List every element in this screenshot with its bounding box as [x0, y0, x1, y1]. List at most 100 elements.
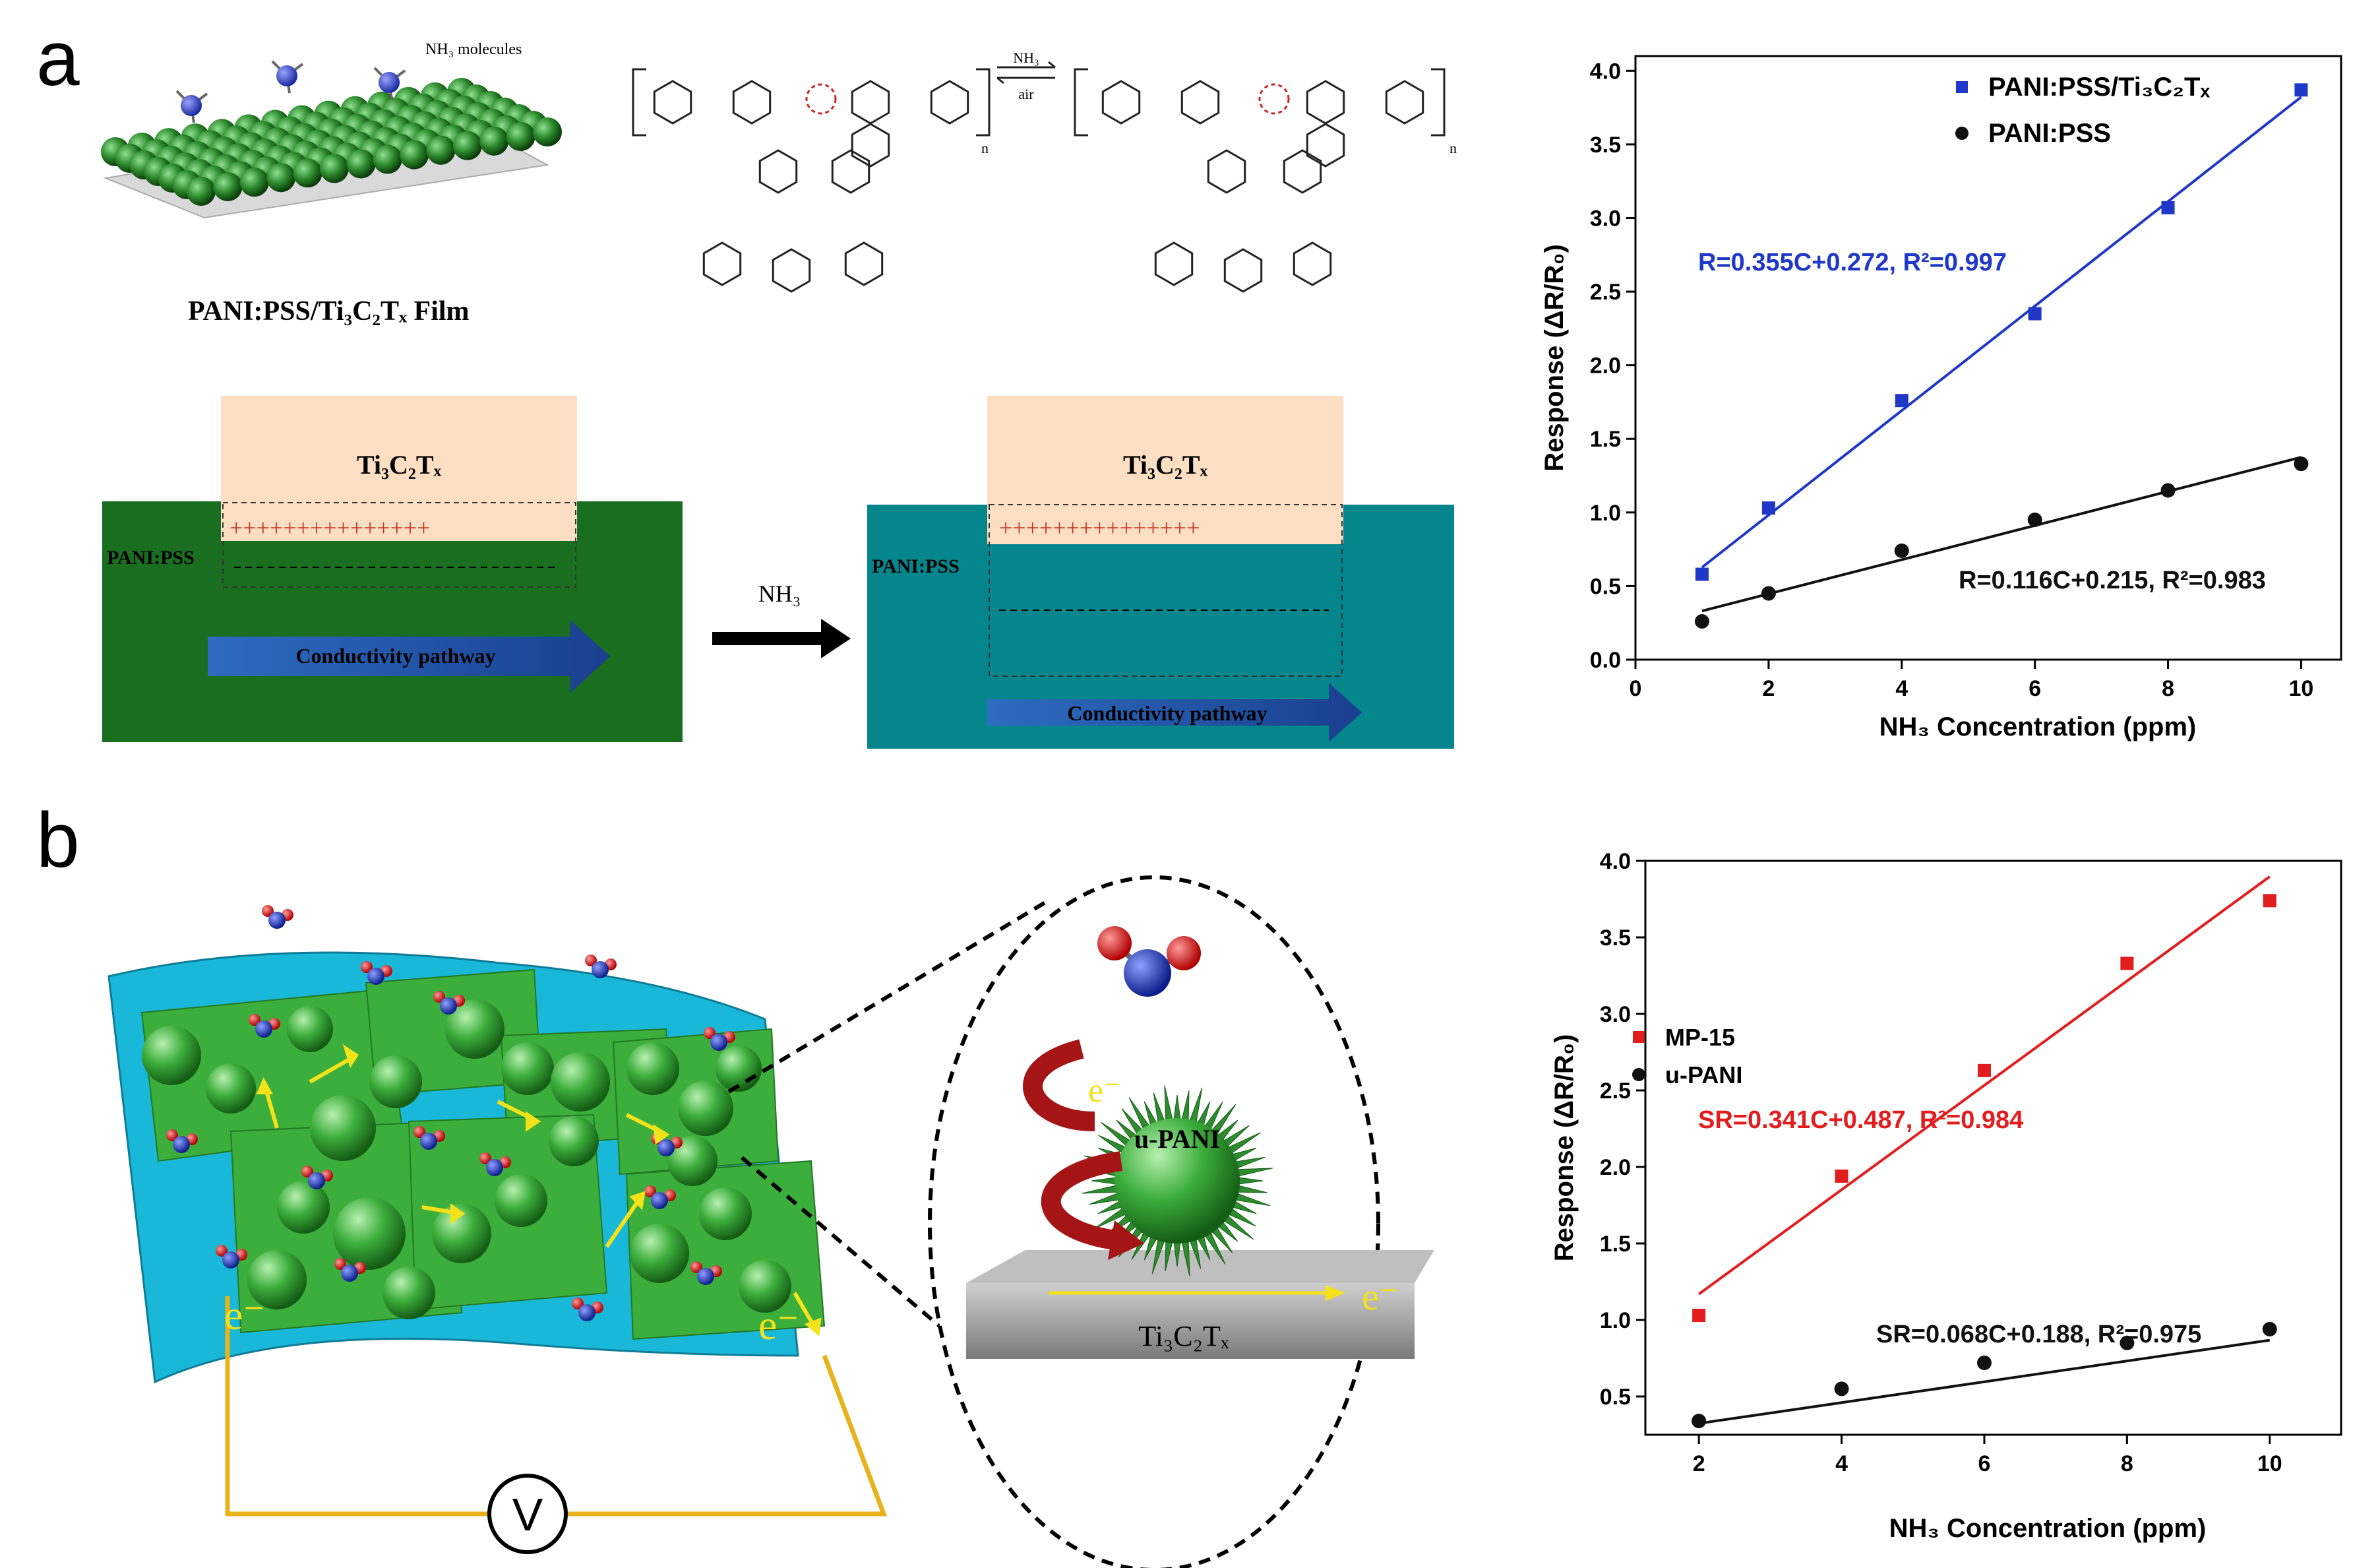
x-tick-label: 4 — [1895, 676, 1908, 701]
y-tick-label: 2.5 — [1590, 280, 1621, 305]
x-tick-label: 10 — [2257, 1451, 2282, 1476]
x-tick-label: 2 — [1762, 676, 1775, 701]
data-point — [2161, 201, 2175, 214]
data-point — [2262, 1321, 2277, 1336]
data-point — [1692, 1414, 1707, 1429]
data-point — [1692, 1309, 1706, 1323]
data-point — [1976, 1355, 1992, 1370]
molecules-label: NH₃ molecules — [425, 41, 522, 58]
pani-label-after: PANI:PSS — [872, 555, 960, 577]
charge-transfer-arrow-1 — [1023, 1039, 1095, 1131]
data-point — [2294, 83, 2308, 97]
repeat-unit-n-2: n — [1449, 140, 1457, 156]
panel-label-b: b — [36, 797, 80, 884]
pathway-label-before: Conductivity pathway — [295, 644, 495, 668]
y-tick-label: 3.5 — [1590, 133, 1621, 158]
y-tick-label: 1.5 — [1590, 427, 1621, 452]
reaction-forward-label: NH₃ — [1013, 49, 1039, 66]
data-point — [2028, 307, 2042, 321]
mxene-label-before: Ti₃C₂Tₓ — [357, 450, 442, 480]
data-point — [1895, 394, 1908, 408]
x-tick-label: 4 — [1835, 1451, 1848, 1476]
data-point — [1761, 586, 1776, 601]
legend-marker — [1633, 1031, 1645, 1043]
fit-line — [1701, 456, 2302, 613]
panel-label-a: a — [36, 15, 80, 102]
data-point — [1834, 1381, 1849, 1396]
y-tick-label: 2.0 — [1590, 354, 1621, 379]
nh3-molecules — [175, 60, 406, 123]
u-pani-sphere — [1082, 1085, 1273, 1276]
pathway-label-after: Conductivity pathway — [1067, 701, 1267, 725]
chemical-reaction — [632, 61, 1446, 293]
data-point — [1695, 567, 1709, 581]
fit-equation-label: SR=0.341C+0.487, R²=0.984 — [1698, 1106, 2023, 1134]
legend-label: PANI:PSS — [1988, 119, 2111, 148]
sphere-label: u-PANI — [1134, 1124, 1220, 1154]
plot-frame — [1644, 860, 2342, 1436]
arrow-label: NH₃ — [758, 580, 801, 607]
x-tick-label: 6 — [2029, 676, 2041, 701]
data-point — [2120, 1335, 2135, 1350]
y-tick-label: 2.0 — [1600, 1155, 1631, 1180]
y-tick-label: 4.0 — [1600, 849, 1631, 874]
repeat-unit-n: n — [981, 140, 989, 156]
legend-label: PANI:PSS/Ti₃C₂Tₓ — [1988, 73, 2210, 102]
mxene-slab — [966, 1283, 1415, 1359]
legend-marker — [1956, 81, 1968, 93]
data-point — [1835, 1169, 1848, 1183]
data-point — [1761, 501, 1775, 515]
schematic-b: V e⁻ e⁻ Ti₃C₂Tₓ e⁻ u-PANI e⁻ — [107, 875, 1434, 1568]
data-point — [2027, 512, 2042, 527]
legend-marker — [1632, 1068, 1645, 1081]
y-tick-label: 1.0 — [1600, 1308, 1631, 1333]
y-tick-label: 3.0 — [1600, 1002, 1631, 1027]
y-tick-label: 3.5 — [1600, 925, 1631, 951]
x-tick-label: 8 — [2121, 1451, 2133, 1476]
data-point — [2263, 894, 2276, 908]
x-tick-label: 8 — [2162, 676, 2174, 701]
circuit-wire-right — [564, 1354, 888, 1517]
data-point — [2160, 483, 2176, 498]
y-tick-label: 0.5 — [1600, 1385, 1631, 1410]
x-tick-label: 6 — [1978, 1451, 1991, 1476]
y-tick-label: 0.5 — [1590, 574, 1621, 599]
data-point — [1894, 543, 1909, 558]
fit-equation-label: R=0.116C+0.215, R²=0.983 — [1959, 567, 2266, 594]
electron-label-zoom: e⁻ — [1362, 1275, 1399, 1318]
data-point — [2120, 956, 2134, 970]
data-point — [1977, 1063, 1991, 1077]
electron-label-left: e⁻ — [224, 1292, 265, 1338]
substrate-label: Ti₃C₂Tₓ — [1138, 1320, 1229, 1352]
y-tick-label: 1.0 — [1590, 501, 1621, 526]
chart-b-ylabel: Response (ΔR/R₀) — [1550, 1034, 1579, 1262]
electron-label-right: e⁻ — [758, 1301, 799, 1348]
legend-label: MP-15 — [1665, 1024, 1735, 1051]
voltmeter — [487, 1474, 568, 1554]
fit-equation-label: R=0.355C+0.272, R²=0.997 — [1698, 249, 2007, 276]
x-tick-label: 2 — [1693, 1451, 1705, 1476]
fit-line — [1698, 1338, 2271, 1425]
legend-marker — [1955, 127, 1968, 140]
chart-a-xlabel: NH₃ Concentration (ppm) — [1879, 712, 2197, 741]
chart-a-ylabel: Response (ΔR/R₀) — [1540, 244, 1569, 472]
electron-flow-arrows — [256, 1044, 822, 1336]
fit-line — [1697, 875, 2271, 1296]
mxene-label-after: Ti₃C₂Tₓ — [1123, 450, 1208, 480]
fit-equation-label: SR=0.068C+0.188, R²=0.975 — [1876, 1321, 2201, 1348]
data-point — [2294, 456, 2309, 472]
reaction-reverse-label: air — [1018, 86, 1034, 102]
x-tick-label: 10 — [2289, 676, 2314, 701]
chart-b-xlabel: NH₃ Concentration (ppm) — [1889, 1514, 2207, 1543]
data-point — [1694, 613, 1709, 629]
charge-transfer-arrow-2 — [1041, 1151, 1123, 1250]
y-tick-label: 4.0 — [1590, 59, 1621, 84]
electron-label-transfer: e⁻ — [1088, 1072, 1122, 1110]
y-tick-label: 2.5 — [1600, 1079, 1631, 1104]
plus-charges-after: +++++++++++++++ — [999, 515, 1200, 541]
schematic-a: NH₃ molecules PANI:PSS/Ti₃C₂Tₓ Film NH₃ … — [101, 41, 1457, 749]
nh3-transition-arrow: NH₃ — [712, 580, 851, 658]
device-before: Ti₃C₂Tₓ +++++++++++++++ PANI:PSS Conduct… — [102, 396, 683, 742]
